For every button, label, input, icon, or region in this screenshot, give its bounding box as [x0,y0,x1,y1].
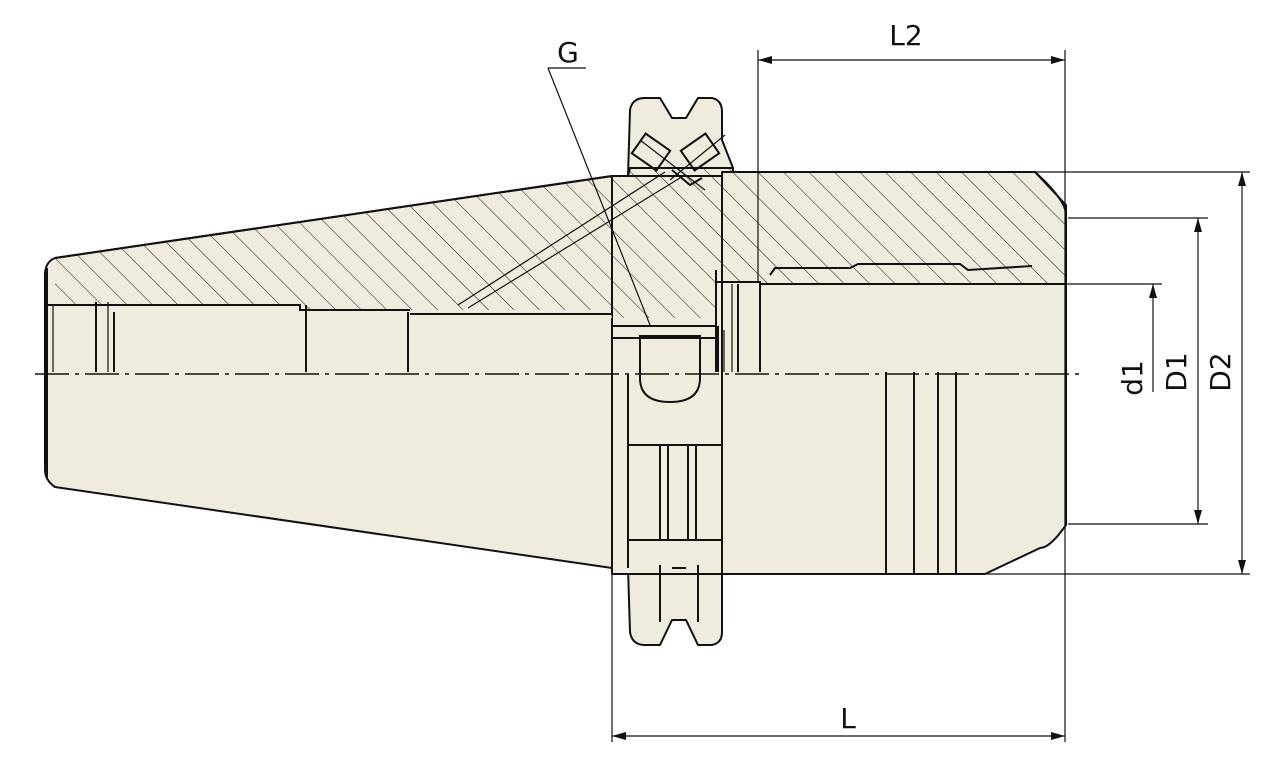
label-l2: L2 [889,19,922,52]
dimension-D1 [1068,217,1208,525]
label-D1: D1 [1160,352,1193,391]
label-l: L [840,702,856,735]
dimension-L [611,568,1065,742]
dimension-d1 [1066,283,1162,392]
label-g: G [557,36,579,69]
flange-upper [627,97,734,177]
dimension-D2 [985,171,1250,575]
front-bore [715,263,1066,574]
bore-profile [46,268,613,478]
label-d1: d1 [1116,360,1149,396]
flange-pocket [611,325,725,622]
dimension-G [547,67,651,326]
dimension-L2 [757,50,1066,742]
coolant-channel [457,171,681,309]
drive-key-inserts [630,132,726,191]
label-D2: D2 [1204,352,1237,391]
